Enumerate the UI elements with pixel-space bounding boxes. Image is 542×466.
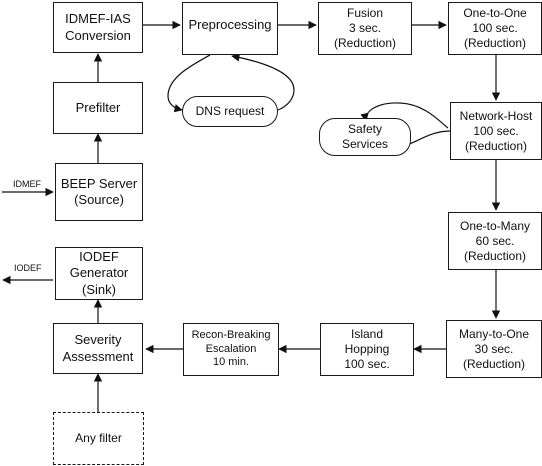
node-network-host-line-3: (Reduction): [464, 138, 528, 153]
node-many-to-one: Many-to-One 30 sec. (Reduction): [446, 320, 542, 378]
node-many-to-one-line-3: (Reduction): [462, 356, 526, 371]
arrow-dns-request-to-preprocessing: [231, 53, 295, 111]
label-idmef-input: IDMEF: [13, 179, 41, 189]
node-safety-services: Safety Services: [319, 118, 411, 156]
node-dns-request: DNS request: [182, 96, 278, 127]
node-island-hopping-line-1: Island: [350, 327, 384, 341]
node-any-filter: Any filter: [53, 412, 144, 465]
node-fusion-line-3: (Reduction): [333, 36, 397, 50]
node-safety-services-line-2: Services: [341, 137, 388, 151]
node-severity-line-1: Severity: [74, 332, 122, 348]
node-prefilter: Prefilter: [53, 82, 143, 134]
node-preprocessing: Preprocessing: [182, 2, 278, 55]
node-severity-assessment: Severity Assessment: [53, 323, 143, 374]
node-network-host-line-2: 100 sec.: [473, 123, 519, 138]
node-idmef-ias-line-1: IDMEF-IAS: [65, 11, 131, 27]
node-many-to-one-line-1: Many-to-One: [458, 326, 530, 341]
node-fusion: Fusion 3 sec. (Reduction): [318, 2, 412, 55]
node-recon-breaking-line-1: Recon-Breaking: [191, 328, 271, 341]
node-network-host: Network-Host 100 sec. (Reduction): [450, 102, 542, 160]
arrow-safety-services-to-network-host: [360, 102, 449, 129]
arrow-preprocessing-to-dns-request: [167, 54, 211, 113]
node-preprocessing-label: Preprocessing: [188, 17, 272, 32]
node-safety-services-line-1: Safety: [347, 122, 383, 136]
node-one-to-one: One-to-One 100 sec. (Reduction): [448, 2, 542, 55]
node-recon-breaking-line-2: Escalation: [205, 342, 257, 355]
label-iodef-output: IODEF: [14, 263, 42, 273]
node-one-to-one-line-3: (Reduction): [463, 36, 527, 50]
node-any-filter-label: Any filter: [75, 431, 122, 445]
node-iodef-generator: IODEF Generator (Sink): [55, 247, 143, 300]
node-one-to-many-line-3: (Reduction): [463, 248, 527, 263]
node-fusion-line-1: Fusion: [346, 6, 384, 20]
node-severity-line-2: Assessment: [62, 348, 134, 364]
node-idmef-ias-conversion: IDMEF-IAS Conversion: [53, 2, 143, 53]
node-many-to-one-line-2: 30 sec.: [474, 341, 514, 356]
node-one-to-many: One-to-Many 60 sec. (Reduction): [448, 212, 542, 270]
node-prefilter-label: Prefilter: [75, 99, 121, 115]
node-beep-server-line-2: (Source): [74, 192, 124, 207]
node-island-hopping-line-3: 100 sec.: [344, 357, 390, 371]
node-beep-server-line-1: BEEP Server: [60, 175, 138, 191]
node-one-to-many-line-1: One-to-Many: [459, 218, 531, 233]
node-iodef-generator-line-3: (Sink): [82, 281, 116, 297]
node-island-hopping: Island Hopping 100 sec.: [320, 323, 414, 376]
node-one-to-one-line-2: 100 sec.: [472, 21, 518, 35]
node-dns-request-label: DNS request: [195, 104, 265, 118]
node-idmef-ias-line-2: Conversion: [65, 27, 131, 43]
node-fusion-line-2: 3 sec.: [348, 21, 381, 35]
node-one-to-one-line-1: One-to-One: [463, 6, 527, 20]
node-iodef-generator-line-2: Generator: [69, 265, 129, 281]
node-recon-breaking-line-3: 10 min.: [212, 356, 250, 369]
node-island-hopping-line-2: Hopping: [344, 342, 390, 356]
node-iodef-generator-line-1: IODEF: [79, 249, 119, 265]
node-network-host-line-1: Network-Host: [459, 108, 533, 123]
node-recon-breaking-escalation: Recon-Breaking Escalation 10 min.: [183, 323, 279, 376]
node-one-to-many-line-2: 60 sec.: [475, 233, 515, 248]
node-beep-server: BEEP Server (Source): [55, 163, 143, 221]
